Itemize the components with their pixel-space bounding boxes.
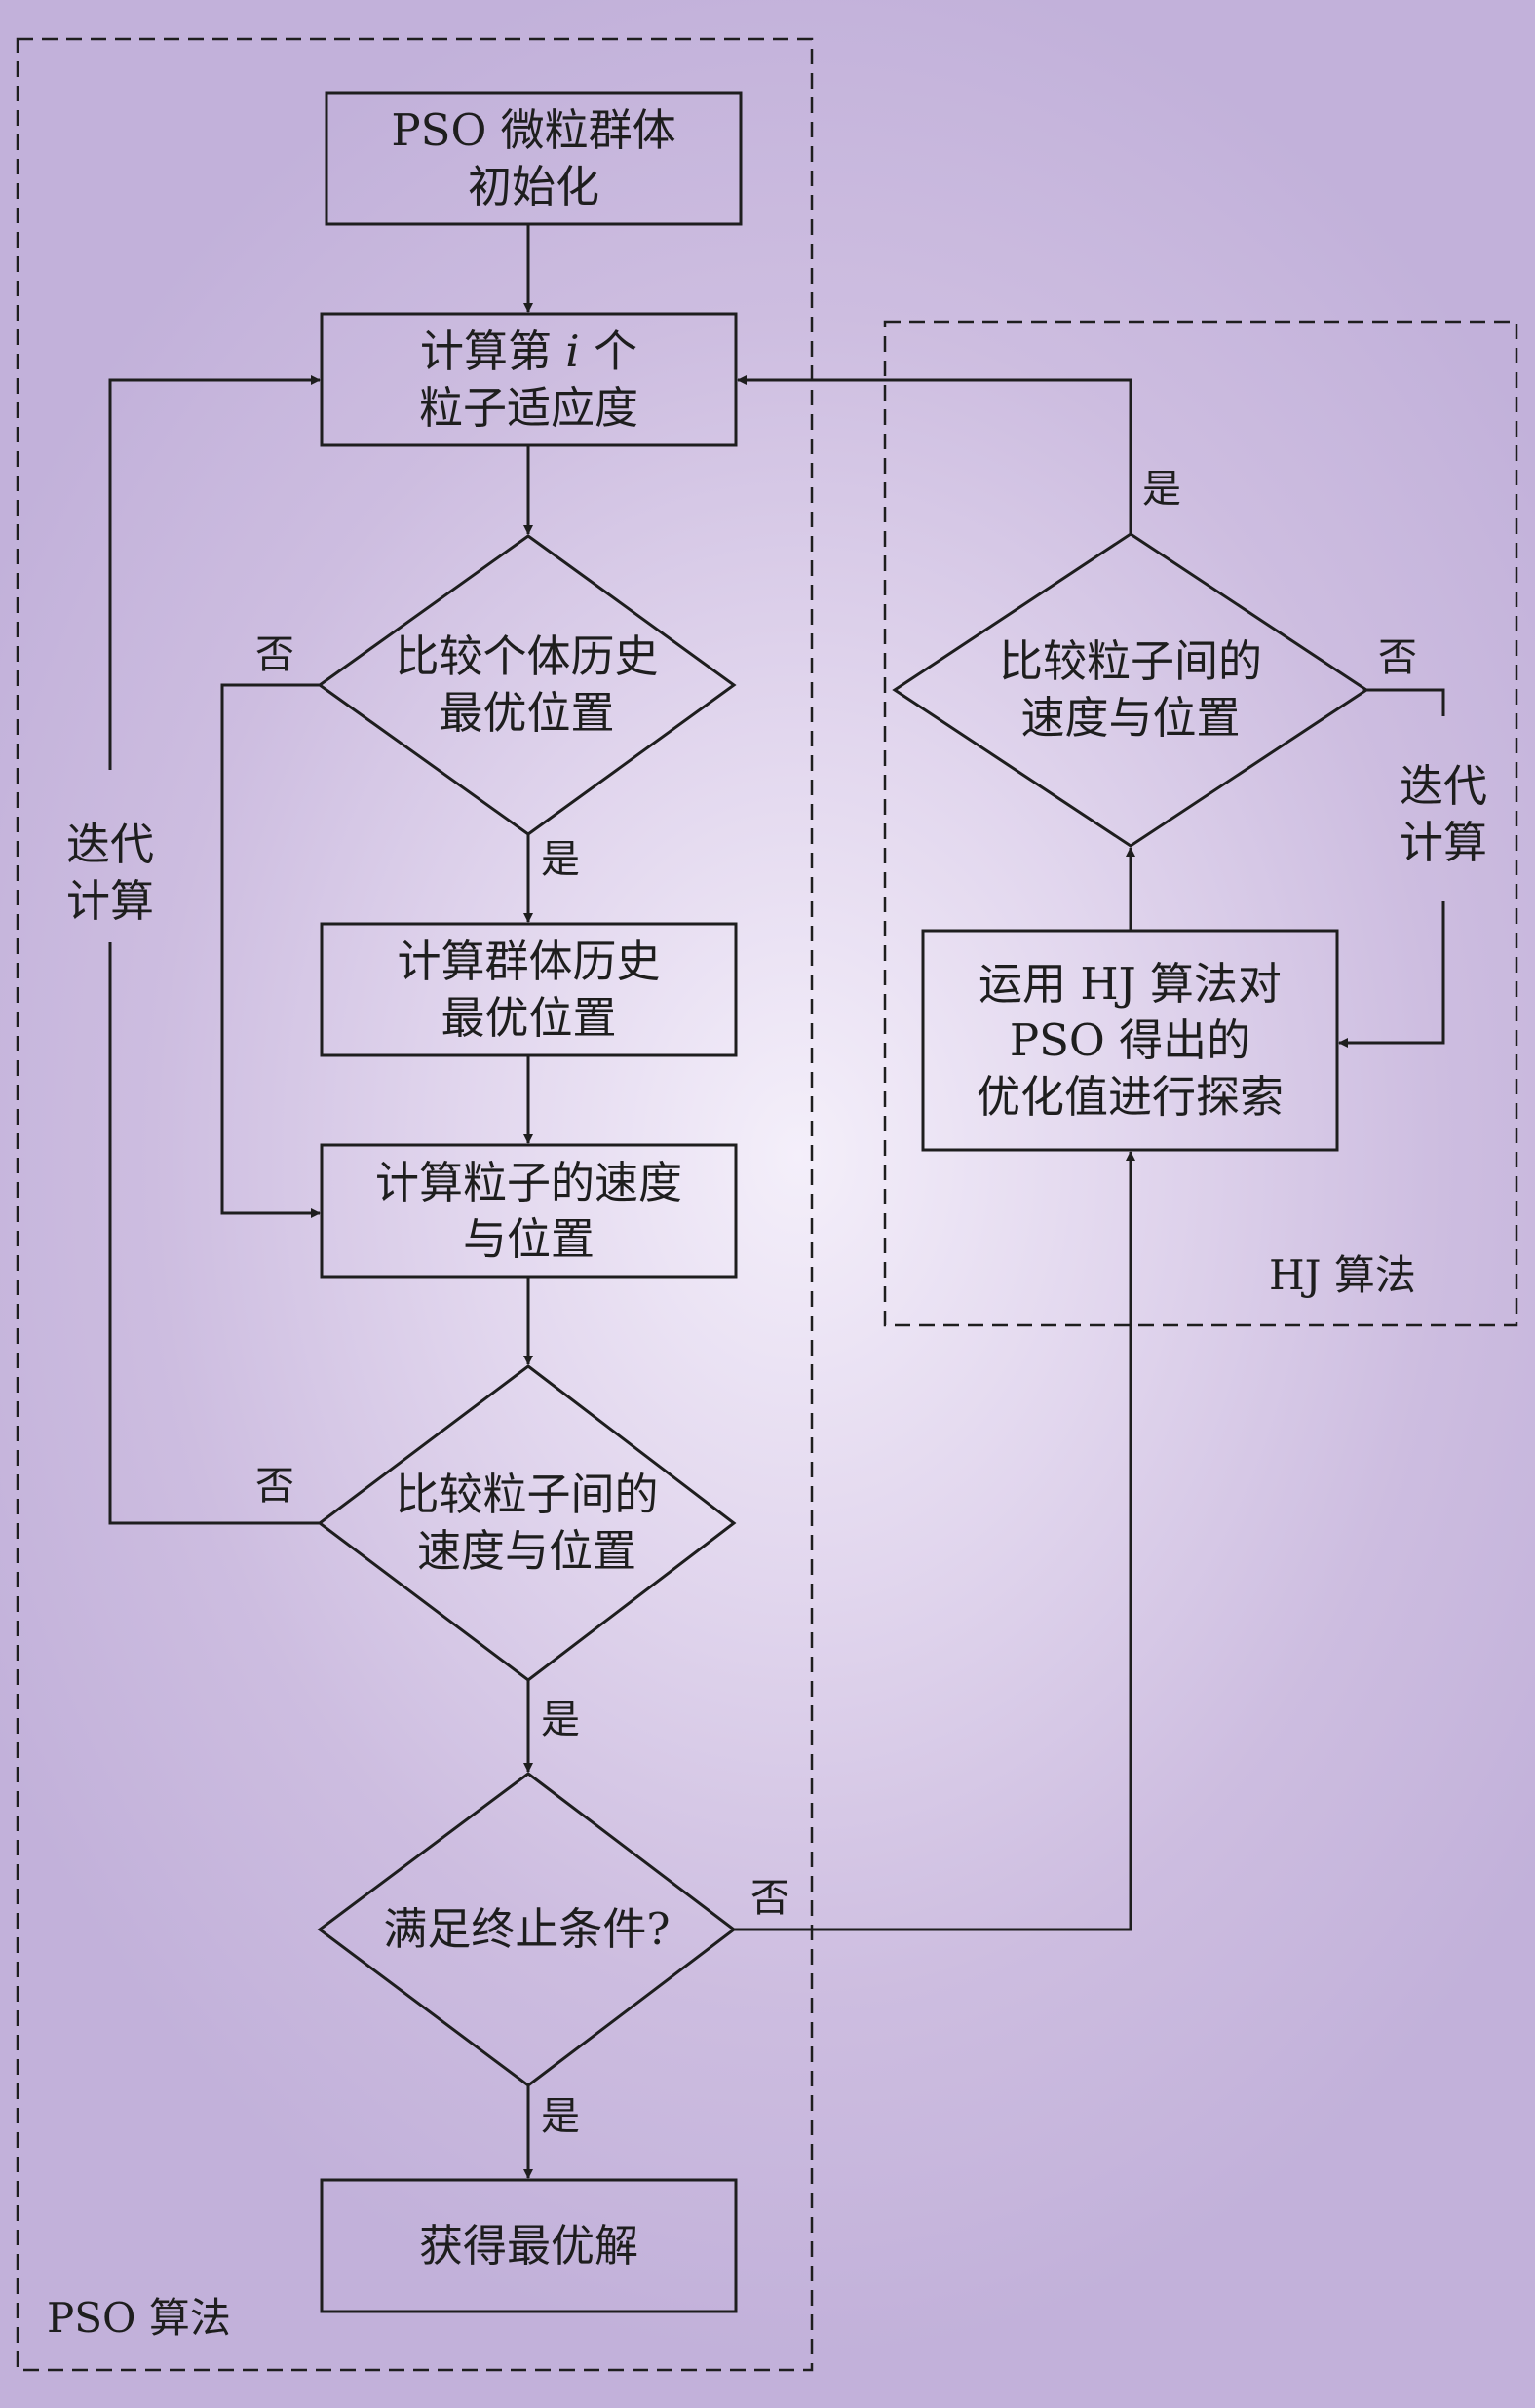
hj-cmp-no-label: 否: [1378, 635, 1417, 680]
hj-cmp-yes-label: 是: [1142, 467, 1181, 512]
cmp-particles-label: 比较粒子间的速度与位置: [395, 1469, 659, 1577]
terminate-yes-label: 是: [541, 2094, 580, 2139]
right-loop-label: 迭代计算: [1400, 760, 1488, 868]
left-loop-label: 迭代计算: [66, 819, 155, 927]
init-box: [325, 91, 743, 226]
fitness-label: 计算第 i 个 粒子适应度: [418, 325, 638, 434]
edge-left-loop-lower: [108, 942, 320, 1525]
cmp-personal-no-label: 否: [255, 632, 294, 677]
velocity-label: 计算粒子的速度与位置: [374, 1156, 682, 1265]
hj-region-label: HJ 算法: [1269, 1251, 1416, 1299]
cmp-particles-no-label: 否: [255, 1464, 294, 1509]
cmp-personal-label: 比较个体历史最优位置: [395, 631, 659, 739]
group-best-label: 计算群体历史最优位置: [397, 935, 661, 1044]
result-label: 获得最优解: [418, 2219, 638, 2272]
edge-right-loop-upper: [1366, 688, 1445, 716]
pso-region-border: [16, 37, 814, 2372]
edge-cmp-personal-no: [220, 683, 321, 1218]
hj-cmp-diamond: [892, 532, 1369, 848]
hj-region-border: [883, 320, 1518, 1327]
hj-cmp-label: 比较粒子间的速度与位置: [998, 635, 1262, 744]
result-box: [320, 2178, 738, 2313]
pso-region-label: PSO 算法: [47, 2294, 231, 2342]
edge-terminate-no: [734, 1151, 1135, 1931]
cmp-particles-yes-label: 是: [541, 1698, 580, 1742]
init-label: PSO 微粒群体初始化: [391, 103, 676, 212]
edge-right-loop-lower: [1338, 901, 1445, 1048]
edge-hj-cmp-yes: [737, 375, 1132, 534]
terminate-no-label: 否: [750, 1876, 789, 1921]
cmp-personal-yes-label: 是: [541, 837, 580, 882]
edge-left-loop-upper: [108, 375, 321, 770]
terminate-label: 满足终止条件?: [383, 1903, 671, 1955]
